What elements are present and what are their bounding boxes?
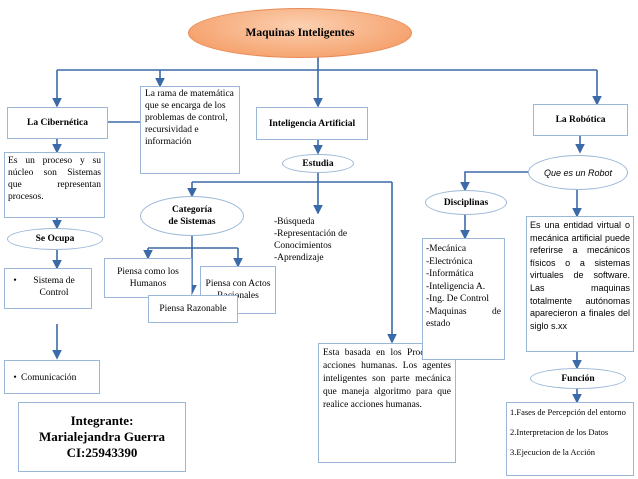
ia-label: Inteligencia Artificial [268,118,356,129]
robot-description-text: Es una entidad virtual o mecánica artifi… [530,220,630,331]
bullet-icon: • [13,373,17,383]
cibernetica-rama-text: La rama de matemática que se encarga de … [145,89,234,147]
funcion-label: Función [561,373,595,384]
robotica-box: La Robótica [533,104,628,136]
piensa-razonable-box: Piensa Razonable [148,295,238,323]
disciplina-item: -Mecánica [426,244,467,254]
comunicacion-text: Comunicación [21,373,77,383]
disciplina-item: -Informática [426,269,474,279]
author-line1: Integrante: [70,413,134,428]
robot-description-box: Es una entidad virtual o mecánica artifi… [526,216,634,352]
categoria-line2: de Sistemas [168,217,216,227]
que-es-robot-label: Que es un Robot [543,167,613,178]
funcion-item: 2.Interpretacion de los Datos [510,427,609,437]
disciplina-item: -Inteligencia A. [426,281,486,292]
page-title: Maquinas Inteligentes [245,27,355,39]
comunicacion-box: • Comunicación [4,360,100,394]
topic-item: -Aprendizaje [274,253,324,263]
piensa-humanos-box: Piensa como los Humanos [104,258,192,298]
piensa-actos-text: Piensa con Actos Racionales [205,279,271,301]
cibernetica-description-text: Es un proceso y su núcleo son Sistemas q… [8,156,101,202]
disciplinas-list-box: -Mecánica -Electrónica -Informática -Int… [422,238,505,360]
cibernetica-rama-box: La rama de matemática que se encarga de … [140,86,240,174]
disciplinas-oval: Disciplinas [425,190,507,215]
topic-item: -Representación de Conocimientos [274,229,348,251]
ia-box: Inteligencia Artificial [256,107,368,140]
topic-item: -Búsqueda [274,217,315,227]
se-ocupa-oval: Se Ocupa [7,228,103,250]
se-ocupa-label: Se Ocupa [35,234,75,244]
cibernetica-box: La Cibernética [7,107,108,139]
estudia-label: Estudia [302,158,334,169]
categoria-line1: Categoría [171,205,213,215]
disciplina-item: -Maquinas de estado [426,306,501,330]
disciplinas-label: Disciplinas [443,197,489,208]
author-line3: CI:25943390 [66,445,138,460]
procesos-text: Esta basada en los Procesos y acciones h… [323,348,451,410]
categoria-oval: Categoría de Sistemas [140,196,244,236]
funcion-item: 3.Ejecucion de la Acción [510,447,595,457]
ia-topics-box: -Búsqueda -Representación de Conocimient… [270,214,370,263]
piensa-humanos-text: Piensa como los Humanos [117,267,179,289]
funcion-oval: Función [530,368,626,389]
funcion-item: 1.Fases de Percepción del entorno [510,407,626,417]
bullet-icon: • [13,276,17,286]
disciplina-item: -Ing. De Control [426,294,490,304]
que-es-robot-oval: Que es un Robot [528,155,628,190]
title-oval: Maquinas Inteligentes [188,8,412,58]
piensa-razonable-text: Piensa Razonable [159,304,227,314]
procesos-box: Esta basada en los Procesos y acciones h… [318,343,456,463]
piensa-actos-box: Piensa con Actos Racionales [200,266,276,314]
author-line2: Marialejandra Guerra [39,429,165,444]
cibernetica-description-box: Es un proceso y su núcleo son Sistemas q… [4,152,105,218]
funcion-list-box: 1.Fases de Percepción del entorno 2.Inte… [506,402,634,476]
author-box: Integrante: Marialejandra Guerra CI:2594… [18,402,186,472]
cibernetica-label: La Cibernética [27,118,88,128]
sistema-control-text: Sistema de Control [33,276,75,298]
sistema-control-box: • Sistema de Control [4,268,92,309]
robotica-label: La Robótica [555,115,606,125]
disciplina-item: -Electrónica [426,256,473,267]
estudia-oval: Estudia [282,154,354,173]
